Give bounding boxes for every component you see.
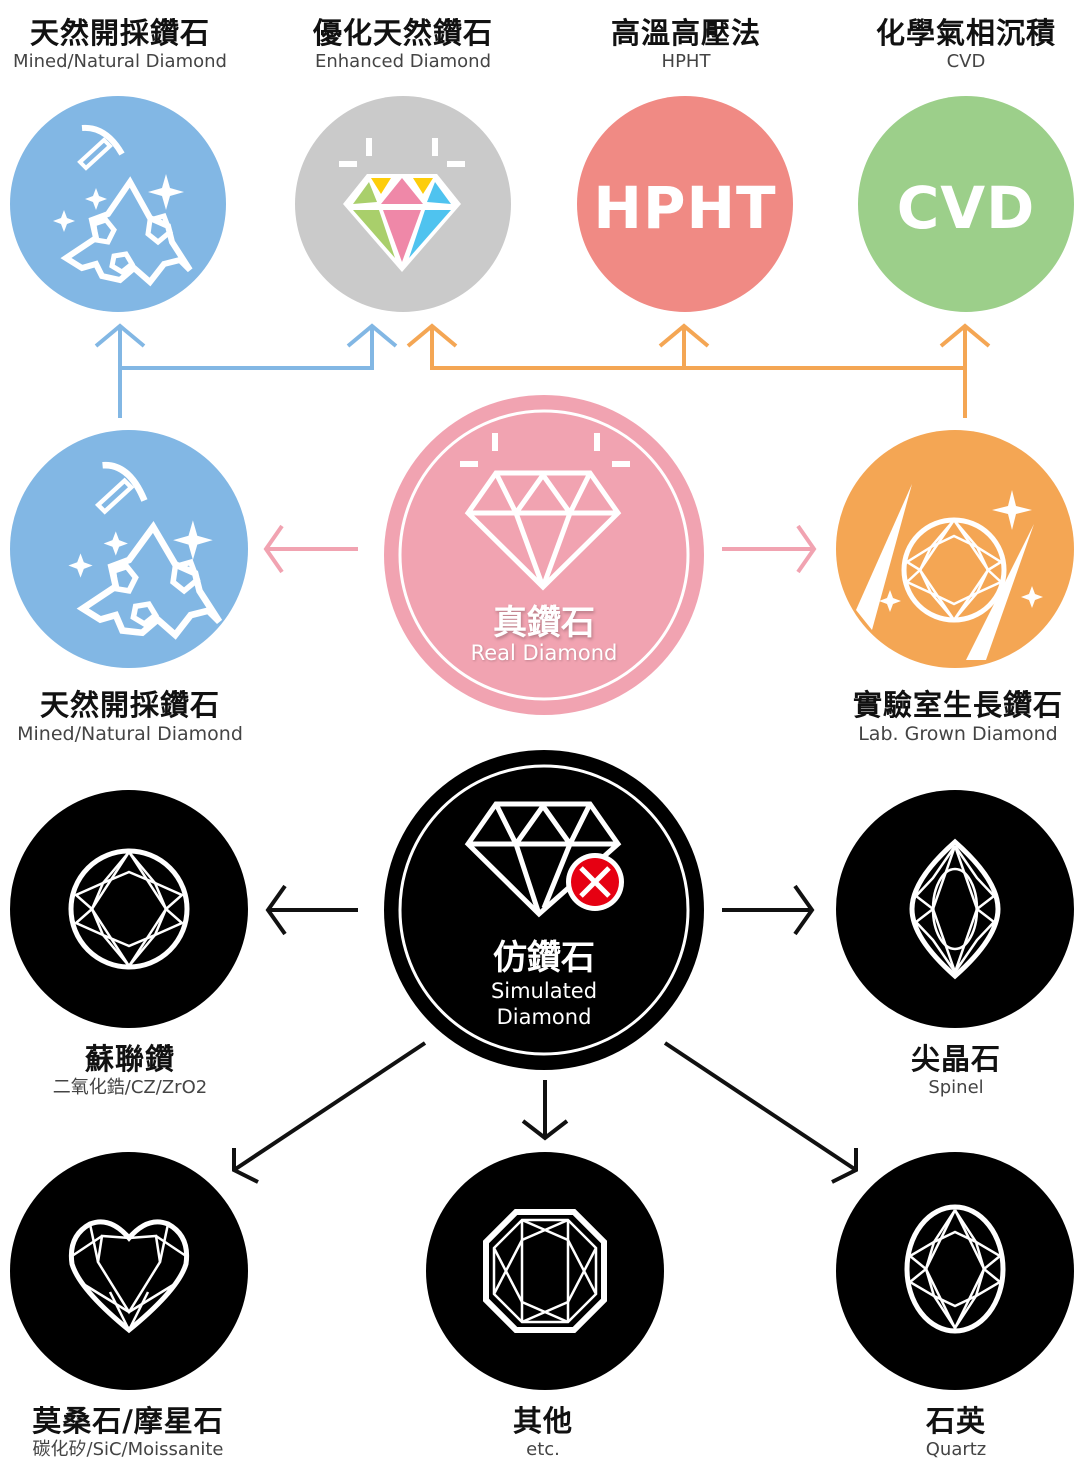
- hpht-circle: HPHT: [577, 96, 793, 312]
- cvd-circle: CVD: [858, 96, 1074, 312]
- diamond-with-x-icon: [398, 764, 690, 1056]
- simulated-zh: 仿鑽石: [493, 938, 595, 978]
- mined-natural-circle: [10, 430, 248, 668]
- quartz-label: 石英 Quartz: [926, 1404, 987, 1462]
- label-zh: 莫桑石/摩星石: [32, 1404, 224, 1438]
- lab-grown-circle: [836, 430, 1074, 668]
- label-en: Mined/Natural Diamond: [17, 723, 243, 745]
- hpht-icon-text: HPHT: [593, 174, 777, 242]
- label-en: Lab. Grown Diamond: [858, 723, 1058, 745]
- diamond-outline-icon: [398, 409, 690, 701]
- octagon-cut-icon: [483, 1209, 607, 1333]
- real-diamond-zh: 真鑽石: [493, 603, 595, 643]
- label-zh: 天然開採鑽石: [29, 16, 211, 50]
- oval-cut-icon: [904, 1204, 1006, 1334]
- enhanced-diamond-circle: [295, 96, 511, 312]
- simulated-diamond-circle: 仿鑽石 Simulated Diamond: [384, 750, 704, 1070]
- label-en: 二氧化鋯/CZ/ZrO2: [52, 1077, 208, 1098]
- label-zh: 優化天然鑽石: [312, 16, 494, 50]
- label-zh: 化學氣相沉積: [875, 16, 1057, 50]
- mining-rock-icon: [68, 461, 223, 640]
- cvd-icon-text: CVD: [896, 174, 1036, 242]
- label-zh: 實驗室生長鑽石: [852, 688, 1064, 722]
- label-en: HPHT: [661, 51, 711, 72]
- moissanite-circle: [10, 1152, 248, 1390]
- heart-cut-icon: [68, 1219, 190, 1334]
- round-brilliant-icon: [856, 484, 1043, 660]
- label-en: etc.: [526, 1439, 560, 1460]
- label-en: CVD: [946, 51, 986, 72]
- label-zh: 蘇聯鑽: [84, 1042, 176, 1076]
- marquise-cut-icon: [909, 838, 1001, 980]
- cz-circle: [10, 790, 248, 1028]
- label-zh: 其他: [512, 1404, 574, 1438]
- cz-label: 蘇聯鑽 二氧化鋯/CZ/ZrO2: [53, 1042, 207, 1100]
- top-label-mined: 天然開採鑽石 Mined/Natural Diamond: [13, 16, 227, 74]
- simulated-en-line2: Diamond: [496, 1005, 592, 1029]
- real-diamond-circle: 真鑽石 Real Diamond: [384, 395, 704, 715]
- spinel-circle: [836, 790, 1074, 1028]
- top-label-cvd: 化學氣相沉積 CVD: [876, 16, 1056, 74]
- mined-diamond-circle: [10, 96, 226, 312]
- round-cut-icon: [68, 848, 190, 970]
- spinel-label: 尖晶石 Spinel: [911, 1042, 1001, 1100]
- label-zh: 天然開採鑽石: [39, 688, 220, 722]
- label-zh: 尖晶石: [910, 1042, 1002, 1076]
- quartz-circle: [836, 1152, 1074, 1390]
- label-en: Enhanced Diamond: [314, 51, 492, 72]
- mid-label-lab: 實驗室生長鑽石 Lab. Grown Diamond: [853, 688, 1063, 746]
- colored-diamond-icon: [339, 138, 465, 272]
- label-en: Spinel: [928, 1077, 984, 1098]
- real-diamond-en: Real Diamond: [470, 641, 618, 665]
- blue-arrow-group: [94, 323, 398, 418]
- top-label-hpht: 高溫高壓法 HPHT: [611, 16, 761, 74]
- label-zh: 高溫高壓法: [610, 16, 762, 50]
- mining-rock-icon: [53, 124, 193, 287]
- label-en: Mined/Natural Diamond: [13, 51, 227, 72]
- top-label-enhanced: 優化天然鑽石 Enhanced Diamond: [313, 16, 493, 74]
- moissanite-label: 莫桑石/摩星石 碳化矽/SiC/Moissanite: [32, 1404, 224, 1462]
- mid-label-mined: 天然開採鑽石 Mined/Natural Diamond: [17, 688, 243, 746]
- label-en: Quartz: [925, 1439, 987, 1460]
- label-zh: 石英: [925, 1404, 987, 1438]
- other-label: 其他 etc.: [513, 1404, 573, 1462]
- other-circle: [426, 1152, 664, 1390]
- simulated-en-line1: Simulated: [490, 979, 598, 1003]
- label-en: 碳化矽/SiC/Moissanite: [32, 1439, 224, 1460]
